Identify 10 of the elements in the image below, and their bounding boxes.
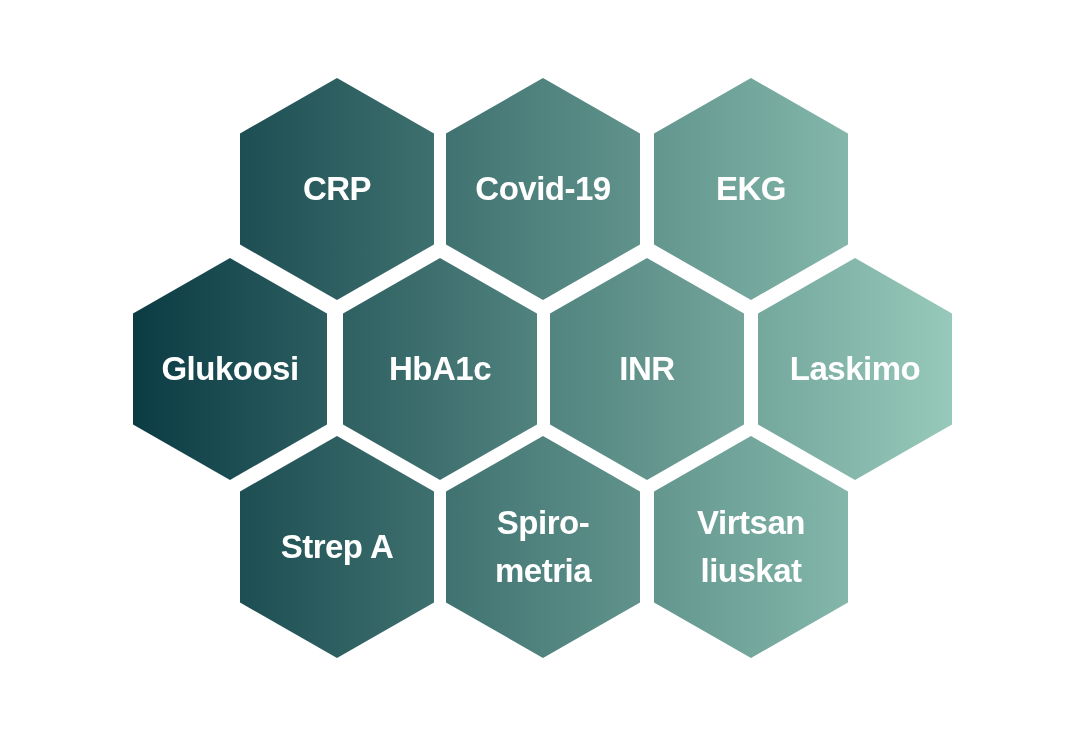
tile-label: INR [619,349,675,390]
tile-label: HbA1c [389,349,491,390]
tile-label: CRP [302,169,372,210]
tile-label: Laskimo [789,349,921,390]
tile-label: Spiro- metria [493,503,593,591]
tile-label: Covid-19 [475,169,611,210]
tile-label: Strep A [280,527,394,568]
tile-label: Glukoosi [161,349,299,390]
tile-label: Virtsan liuskat [696,503,806,591]
tile-label: EKG [716,169,786,210]
